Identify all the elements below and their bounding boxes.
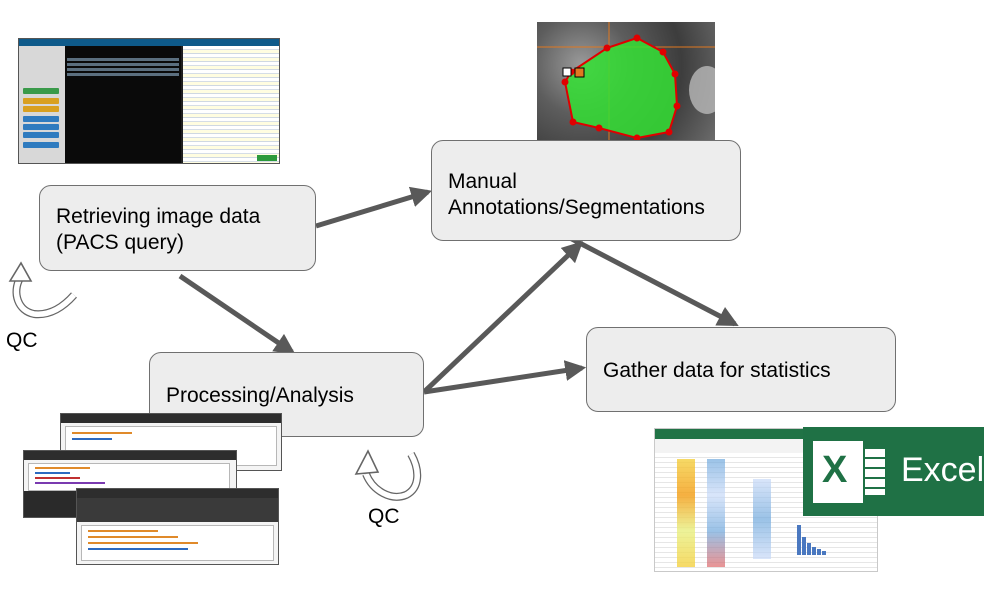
retrieve-label-line1: Retrieving image data <box>56 205 261 228</box>
arrow-processing-to-gather <box>423 360 587 395</box>
spreadsheet-histogram <box>797 525 826 555</box>
gather-data-box: Gather data for statistics <box>586 327 896 412</box>
manual-annotations-box: Manual Annotations/Segmentations <box>431 140 741 241</box>
excel-logo-icon: X <box>813 441 863 503</box>
excel-logo: X Excel <box>803 427 984 516</box>
manual-label-line1: Manual <box>448 170 517 193</box>
manual-label-line2: Annotations/Segmentations <box>448 196 705 219</box>
arrow-manual-to-gather <box>568 235 739 327</box>
gather-label: Gather data for statistics <box>603 359 831 382</box>
arrow-processing-to-manual <box>422 241 584 394</box>
excel-logo-letter: X <box>822 449 848 491</box>
arrow-retrieve-to-processing <box>178 273 296 355</box>
qc-label-right: QC <box>368 505 400 528</box>
retrieving-image-data-box: Retrieving image data (PACS query) <box>39 185 316 271</box>
arrow-retrieve-to-manual <box>315 186 433 229</box>
qc-loop-left-icon <box>8 261 77 319</box>
pacs-query-screenshot <box>18 38 280 164</box>
code-editor-screenshot-3 <box>76 488 279 565</box>
retrieve-label-line2: (PACS query) <box>56 231 184 254</box>
excel-logo-text: Excel <box>901 451 984 489</box>
qc-loop-right-icon <box>354 449 422 501</box>
processing-label: Processing/Analysis <box>166 384 354 407</box>
excel-grid-icon <box>865 449 885 495</box>
qc-label-left: QC <box>6 329 38 352</box>
